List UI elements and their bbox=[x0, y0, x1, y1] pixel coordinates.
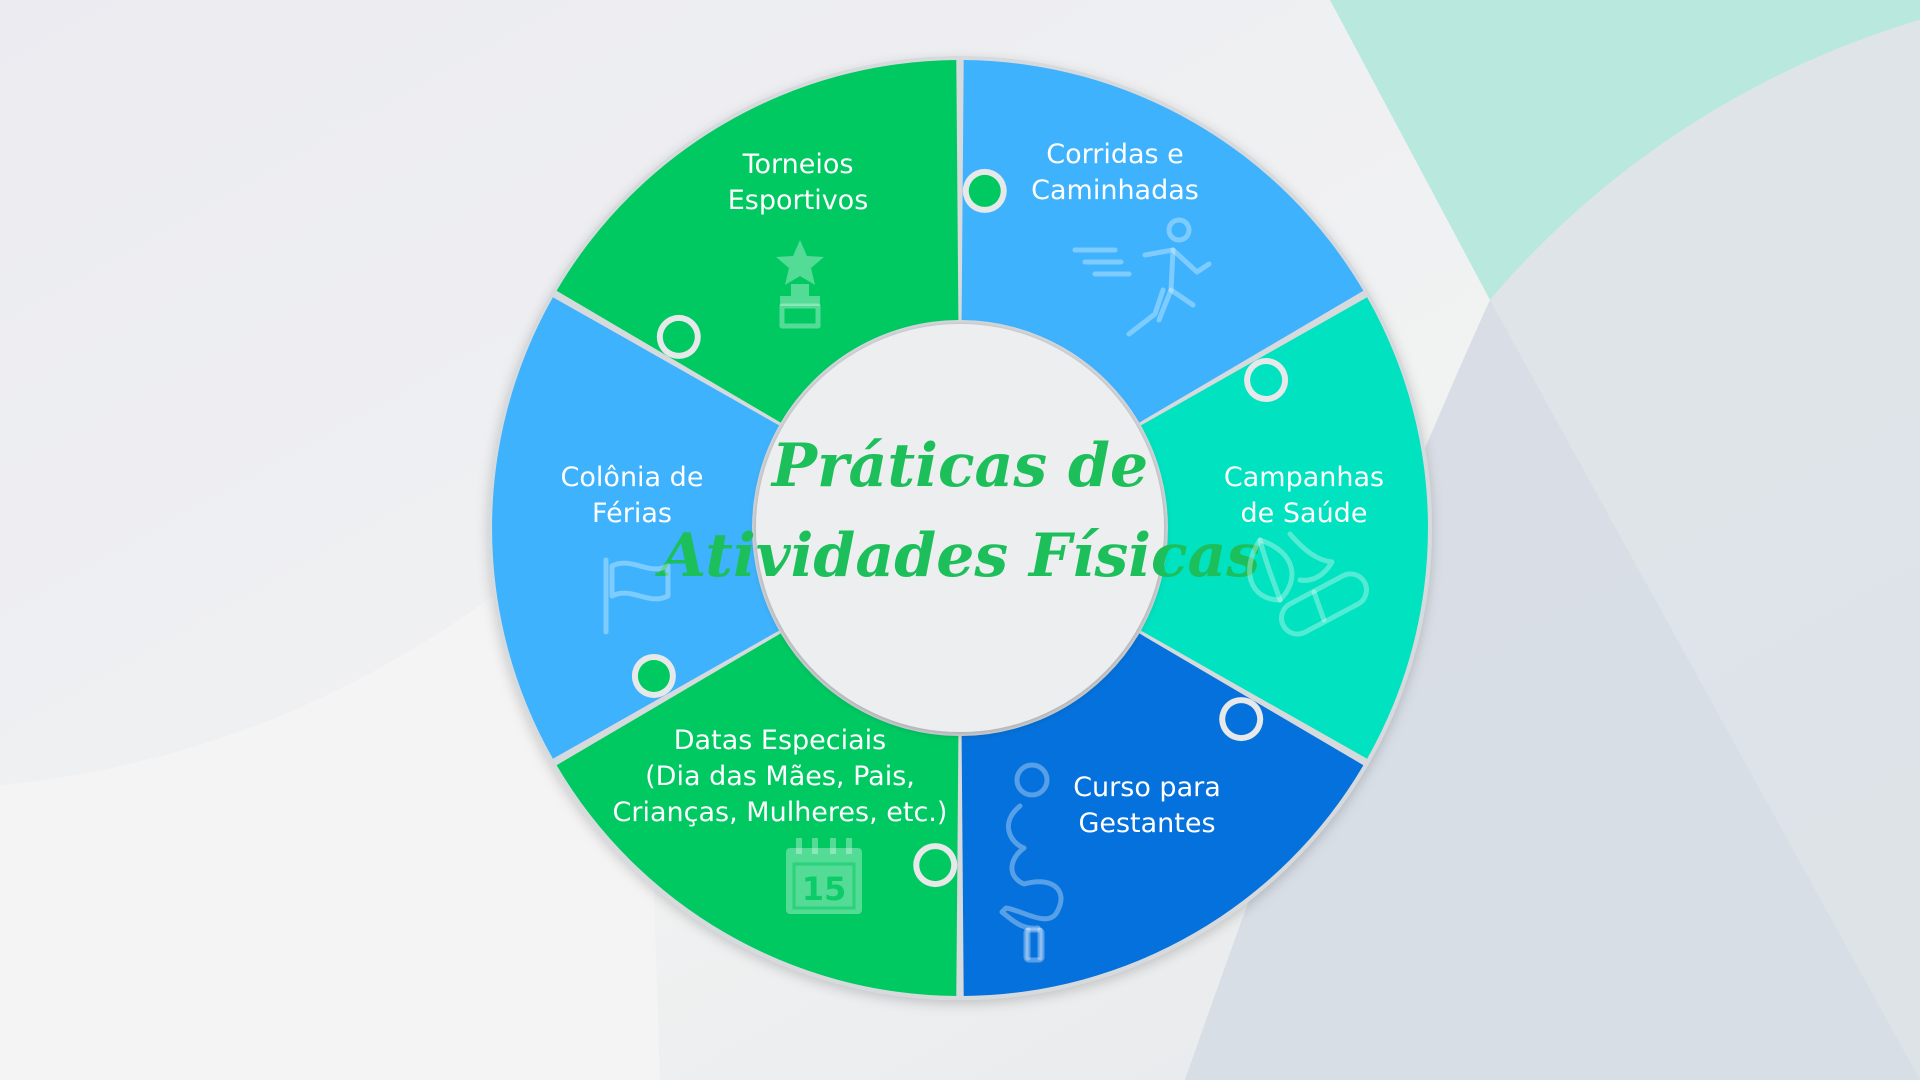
segment-label-line: Campanhas bbox=[1224, 462, 1384, 493]
puzzle-knob bbox=[1225, 703, 1258, 736]
segment-label-line: Gestantes bbox=[1078, 808, 1215, 839]
trophy-icon bbox=[776, 240, 824, 329]
segment-torneios bbox=[556, 60, 959, 423]
segment-label-line: Colônia de bbox=[561, 462, 704, 493]
segment-label-line: Férias bbox=[592, 498, 672, 529]
segment-label-campanhas: Campanhas de Saúde bbox=[1224, 462, 1384, 529]
segment-label-line: Esportivos bbox=[728, 185, 869, 216]
segment-campanhas bbox=[1140, 297, 1428, 759]
background-swoosh-left bbox=[0, 470, 660, 1080]
segment-icons: 15 bbox=[603, 217, 1369, 963]
flag-icon bbox=[603, 557, 671, 635]
calendar-icon: 15 bbox=[786, 838, 862, 914]
center-title-line-2: Atividades Físicas bbox=[655, 521, 1260, 591]
background-wedge bbox=[1185, 300, 1920, 1080]
leaf-pill-icon bbox=[1247, 531, 1369, 637]
segment-label-line: Crianças, Mulheres, etc.) bbox=[613, 797, 948, 828]
segment-label-line: Corridas e bbox=[1046, 139, 1184, 170]
segment-label-line: Curso para bbox=[1073, 772, 1221, 803]
background-teal-shape bbox=[1330, 0, 1920, 300]
calendar-icon-number: 15 bbox=[802, 870, 847, 908]
center-circle bbox=[756, 324, 1164, 732]
segment-label-line: Caminhadas bbox=[1031, 175, 1199, 206]
puzzle-knob bbox=[662, 320, 695, 353]
runner-icon bbox=[1072, 217, 1212, 337]
segment-label-line: Torneios bbox=[742, 149, 854, 180]
pregnant-woman-icon bbox=[999, 762, 1064, 963]
segment-label-colonia: Colônia de Férias bbox=[561, 462, 704, 529]
segment-datas bbox=[556, 633, 959, 996]
wheel bbox=[488, 56, 1432, 1000]
puzzle-knob bbox=[637, 659, 670, 692]
puzzle-knob bbox=[968, 174, 1001, 207]
puzzle-knob bbox=[1250, 364, 1283, 397]
segment-colonia bbox=[492, 297, 780, 759]
segment-label-corridas: Corridas e Caminhadas bbox=[1031, 139, 1199, 206]
segment-label-line: Datas Especiais bbox=[674, 725, 886, 756]
segment-curso bbox=[961, 633, 1364, 996]
puzzle-knob bbox=[919, 849, 952, 882]
segment-label-line: (Dia das Mães, Pais, bbox=[645, 761, 915, 792]
segment-label-datas: Datas Especiais (Dia das Mães, Pais, Crian… bbox=[613, 725, 948, 828]
center-title-line-1: Práticas de bbox=[770, 431, 1148, 501]
segment-corridas bbox=[961, 60, 1364, 423]
center-hub: Práticas de Atividades Físicas bbox=[655, 324, 1260, 732]
segment-label-line: de Saúde bbox=[1241, 498, 1368, 529]
